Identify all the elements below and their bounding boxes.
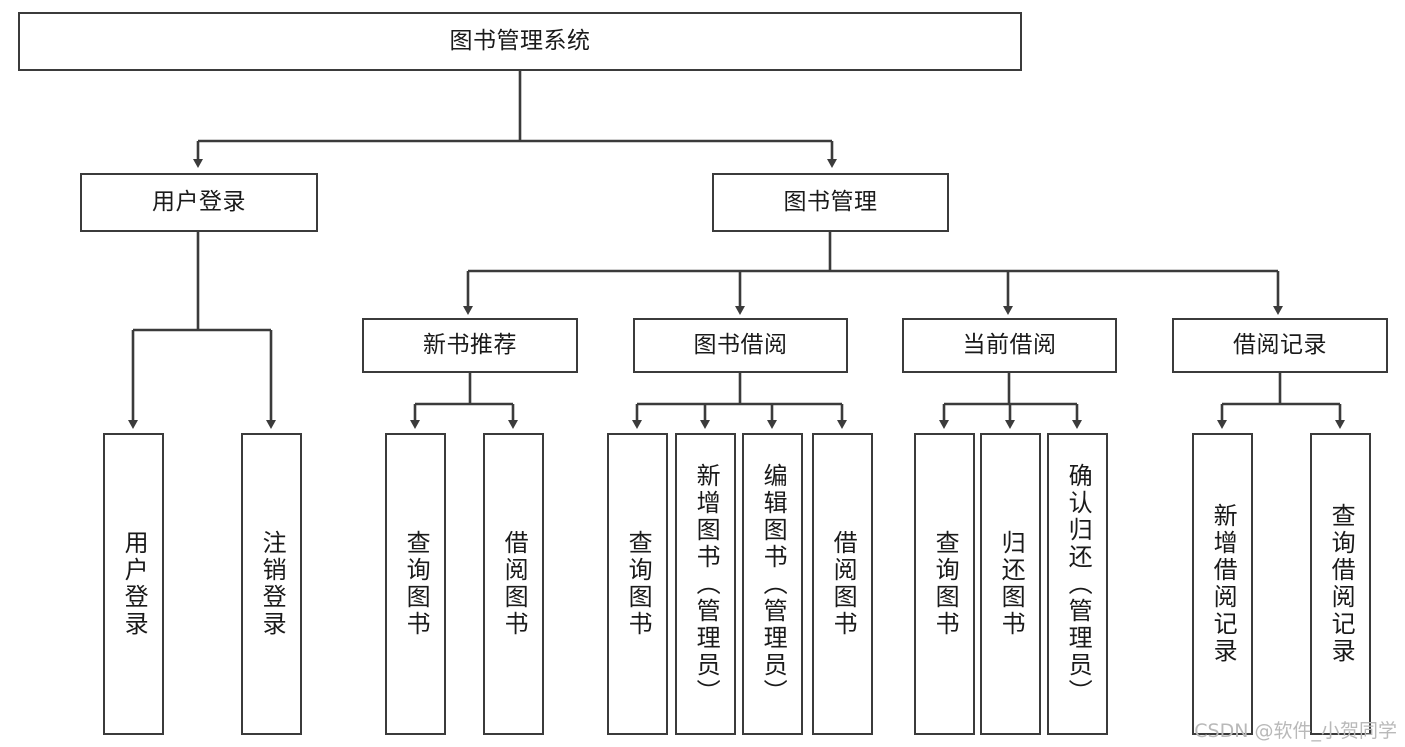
node-label: 当前借阅 [962,331,1057,358]
leaf-query-book[interactable]: 查询图书 [607,433,668,735]
node-label: 图书管理系统 [449,27,591,54]
node-new-book-recommend[interactable]: 新书推荐 [362,318,578,373]
node-label: 借阅图书 [500,530,529,638]
leaf-add-book-admin[interactable]: 新增图书（管理员） [675,433,736,735]
leaf-query-book-current[interactable]: 查询图书 [914,433,975,735]
node-label: 借阅图书 [829,530,858,638]
node-label: 新增图书（管理员） [692,462,721,706]
leaf-borrow-book-recommend[interactable]: 借阅图书 [483,433,544,735]
node-label: 注销登录 [258,530,287,638]
leaf-edit-book-admin[interactable]: 编辑图书（管理员） [742,433,803,735]
leaf-query-book-recommend[interactable]: 查询图书 [385,433,446,735]
node-book-borrow[interactable]: 图书借阅 [633,318,848,373]
node-label: 查询图书 [931,530,960,638]
node-user-login[interactable]: 用户登录 [80,173,318,232]
leaf-query-borrow-record[interactable]: 查询借阅记录 [1310,433,1371,735]
node-label: 用户登录 [120,530,149,638]
node-label: 查询图书 [624,530,653,638]
node-label: 新增借阅记录 [1209,503,1238,665]
node-label: 归还图书 [997,530,1026,638]
node-label: 用户登录 [152,188,246,215]
leaf-return-book[interactable]: 归还图书 [980,433,1041,735]
leaf-logout[interactable]: 注销登录 [241,433,302,735]
node-current-borrow[interactable]: 当前借阅 [902,318,1117,373]
node-label: 编辑图书（管理员） [759,462,788,706]
node-label: 新书推荐 [423,331,517,358]
watermark-text: CSDN @软件_小贺同学 [1194,720,1397,742]
node-borrow-record[interactable]: 借阅记录 [1172,318,1388,373]
leaf-confirm-return-admin[interactable]: 确认归还（管理员） [1047,433,1108,735]
node-label: 图书借阅 [693,331,788,358]
node-book-management[interactable]: 图书管理 [712,173,949,232]
leaf-add-borrow-record[interactable]: 新增借阅记录 [1192,433,1253,735]
leaf-borrow-book[interactable]: 借阅图书 [812,433,873,735]
node-label: 借阅记录 [1233,331,1327,358]
node-label: 查询图书 [402,530,431,638]
node-label: 确认归还（管理员） [1064,462,1093,706]
node-root-system[interactable]: 图书管理系统 [18,12,1022,71]
node-label: 查询借阅记录 [1327,503,1356,665]
leaf-user-login[interactable]: 用户登录 [103,433,164,735]
node-label: 图书管理 [783,188,878,215]
